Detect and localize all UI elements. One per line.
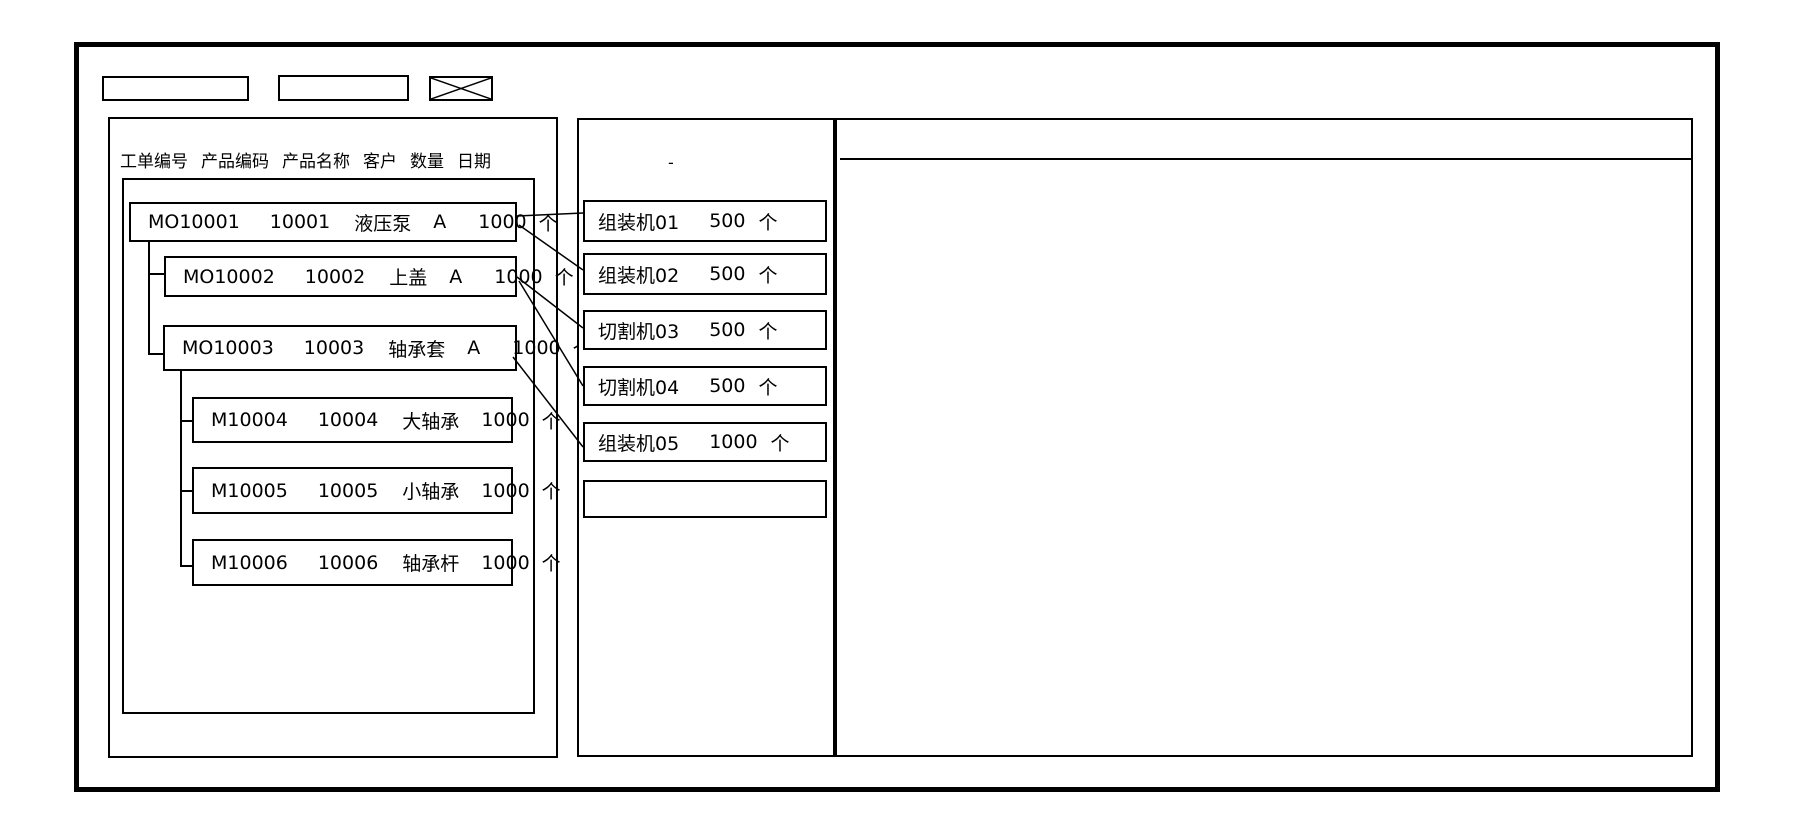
machine-name: 切割机04 <box>598 376 680 399</box>
schedule-panel <box>835 118 1693 757</box>
product-code: 10001 <box>269 211 331 233</box>
product-code: 10005 <box>317 479 379 502</box>
machine-qty: 1000 <box>709 431 758 453</box>
order-node-m10004[interactable]: M10004 10004 大轴承 1000 个 <box>192 397 561 443</box>
unit: 个 <box>758 211 778 234</box>
machine-box-qiegeji03[interactable]: 切割机03 500 个 <box>583 310 827 350</box>
machine-name: 组装机01 <box>598 211 680 234</box>
tree-connector-branch-m10005 <box>180 490 192 492</box>
col-header-product-code: 产品编码 <box>201 152 269 172</box>
machine-box-empty[interactable] <box>583 480 827 518</box>
unit: 个 <box>770 432 790 455</box>
quantity: 1000 <box>481 409 530 431</box>
product-code: 10003 <box>303 337 365 359</box>
window-frame <box>74 42 1720 792</box>
quantity: 1000 <box>481 551 530 574</box>
machine-qty: 500 <box>709 263 746 285</box>
product-code: 10002 <box>304 265 366 288</box>
machine-qty: 500 <box>709 375 746 397</box>
tree-connector-branch-m10006 <box>180 565 192 567</box>
toolbar-field-2[interactable] <box>278 75 409 101</box>
col-header-qty: 数量 <box>410 152 444 172</box>
order-node-mo10002[interactable]: MO10002 10002 上盖 A 1000 个 <box>164 256 574 297</box>
col-header-customer: 客户 <box>363 152 397 172</box>
quantity: 1000 <box>481 479 530 502</box>
unit: 个 <box>541 553 561 575</box>
order-node-mo10003[interactable]: MO10003 10003 轴承套 A 1000 个 <box>163 325 592 371</box>
unit: 个 <box>541 410 561 433</box>
product-name: 轴承套 <box>388 338 446 361</box>
customer: A <box>449 265 463 288</box>
product-name: 轴承杆 <box>402 553 460 575</box>
unit: 个 <box>758 376 778 399</box>
machine-box-zuzhuangji01[interactable]: 组装机01 500 个 <box>583 200 827 242</box>
order-no: M10006 <box>211 551 288 574</box>
machine-qty: 500 <box>709 319 746 341</box>
tree-connector-trunk-1 <box>148 242 150 355</box>
crossed-box-diagonals <box>430 77 492 100</box>
product-code: 10006 <box>317 551 379 574</box>
order-no: MO10002 <box>183 265 275 288</box>
machine-box-zuzhuangji02[interactable]: 组装机02 500 个 <box>583 253 827 295</box>
product-name: 小轴承 <box>402 481 460 503</box>
unit: 个 <box>758 264 778 287</box>
product-name: 上盖 <box>389 267 428 289</box>
col-header-order-no: 工单编号 <box>120 152 188 172</box>
tree-connector-branch-mo10003 <box>148 353 163 355</box>
crossed-box-icon[interactable] <box>429 76 493 101</box>
placeholder-dot: - <box>668 153 674 172</box>
product-name: 液压泵 <box>354 212 412 235</box>
order-node-m10006[interactable]: M10006 10006 轴承杆 1000 个 <box>192 539 561 586</box>
unit: 个 <box>554 267 574 289</box>
product-code: 10004 <box>317 409 379 431</box>
tree-connector-branch-mo10002 <box>148 273 164 275</box>
machine-name: 切割机03 <box>598 320 680 343</box>
order-no: MO10001 <box>148 211 240 233</box>
work-order-column-headers: 工单编号 产品编码 产品名称 客户 数量 日期 <box>120 147 491 172</box>
order-no: MO10003 <box>182 337 274 359</box>
unit: 个 <box>538 212 558 235</box>
quantity: 1000 <box>478 211 527 233</box>
col-header-product-name: 产品名称 <box>282 152 350 172</box>
col-header-date: 日期 <box>457 152 491 172</box>
unit: 个 <box>758 320 778 343</box>
tree-connector-branch-m10004 <box>180 420 192 422</box>
order-no: M10004 <box>211 409 288 431</box>
schedule-header-divider <box>840 158 1691 160</box>
order-no: M10005 <box>211 479 288 502</box>
machine-box-zuzhuangji05[interactable]: 组装机05 1000 个 <box>583 422 827 462</box>
order-node-mo10001[interactable]: MO10001 10001 液压泵 A 1000 个 <box>129 202 558 242</box>
toolbar-field-1[interactable] <box>102 76 249 101</box>
customer: A <box>467 337 481 359</box>
machine-box-qiegeji04[interactable]: 切割机04 500 个 <box>583 366 827 406</box>
quantity: 1000 <box>512 337 561 359</box>
unit: 个 <box>541 481 561 503</box>
machine-qty: 500 <box>709 210 746 232</box>
machine-name: 组装机02 <box>598 264 680 287</box>
tree-connector-trunk-2 <box>180 371 182 567</box>
customer: A <box>433 211 447 233</box>
product-name: 大轴承 <box>402 410 460 433</box>
quantity: 1000 <box>494 265 543 288</box>
machine-name: 组装机05 <box>598 432 680 455</box>
order-node-m10005[interactable]: M10005 10005 小轴承 1000 个 <box>192 467 561 514</box>
